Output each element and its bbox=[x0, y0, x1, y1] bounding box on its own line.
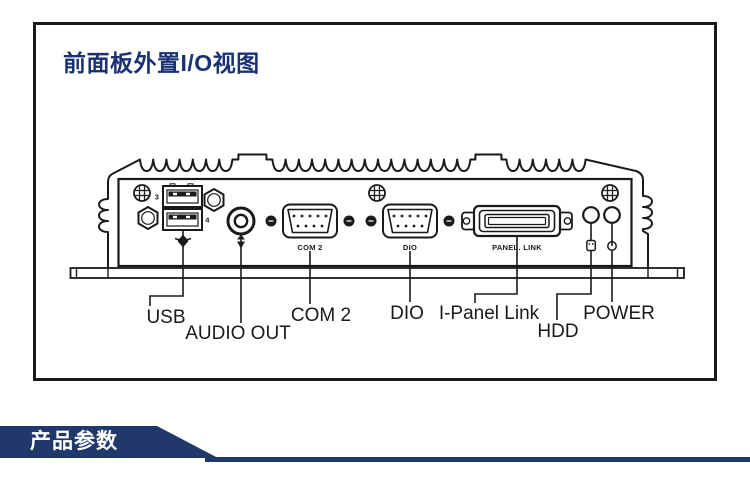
usb-port-3 bbox=[162, 183, 203, 208]
com2-silkscreen-label: COM 2 bbox=[297, 243, 322, 252]
dio-silkscreen-label: DIO bbox=[403, 243, 417, 252]
front-panel-face bbox=[117, 177, 633, 268]
callout-label-dio: DIO bbox=[390, 303, 424, 324]
power-led bbox=[603, 206, 621, 224]
banner-underline bbox=[205, 457, 750, 462]
screw-head-icon bbox=[368, 184, 386, 202]
usb-port-4 bbox=[162, 208, 203, 231]
leader-line-hdd bbox=[556, 223, 592, 320]
callout-label-i-panel-link: I-Panel Link bbox=[439, 303, 540, 324]
callout-label-hdd: HDD bbox=[537, 321, 578, 342]
usb-port-number-4: 4 bbox=[205, 216, 210, 225]
screw-head-icon bbox=[601, 184, 619, 202]
callout-leader-lines bbox=[149, 223, 613, 323]
hdd-led bbox=[582, 206, 600, 224]
hex-nut-icon bbox=[137, 206, 159, 230]
product-params-banner-label: 产品参数 bbox=[30, 430, 118, 453]
callout-label-com2: COM 2 bbox=[291, 305, 351, 326]
leader-line-i-panel-link bbox=[474, 237, 518, 303]
callout-label-usb: USB bbox=[146, 307, 185, 328]
hdd-activity-icon bbox=[586, 239, 597, 252]
callout-label-audio-out: AUDIO OUT bbox=[185, 323, 291, 344]
dio-connector bbox=[365, 203, 455, 239]
usb-port-number-3: 3 bbox=[155, 193, 159, 202]
screw-head-icon bbox=[133, 184, 151, 202]
leader-line-usb bbox=[149, 230, 184, 306]
audio-jack bbox=[226, 206, 256, 236]
base-plate bbox=[69, 267, 685, 279]
panel-link-connector bbox=[461, 204, 573, 238]
audio-out-icon bbox=[237, 234, 245, 249]
hex-nut-icon bbox=[203, 188, 225, 212]
chassis-outline bbox=[98, 153, 653, 268]
power-icon bbox=[607, 240, 617, 251]
usb-trident-icon bbox=[174, 234, 192, 248]
com2-connector bbox=[265, 203, 355, 239]
page-title: 前面板外置I/O视图 bbox=[63, 50, 260, 76]
callout-label-power: POWER bbox=[583, 303, 655, 324]
